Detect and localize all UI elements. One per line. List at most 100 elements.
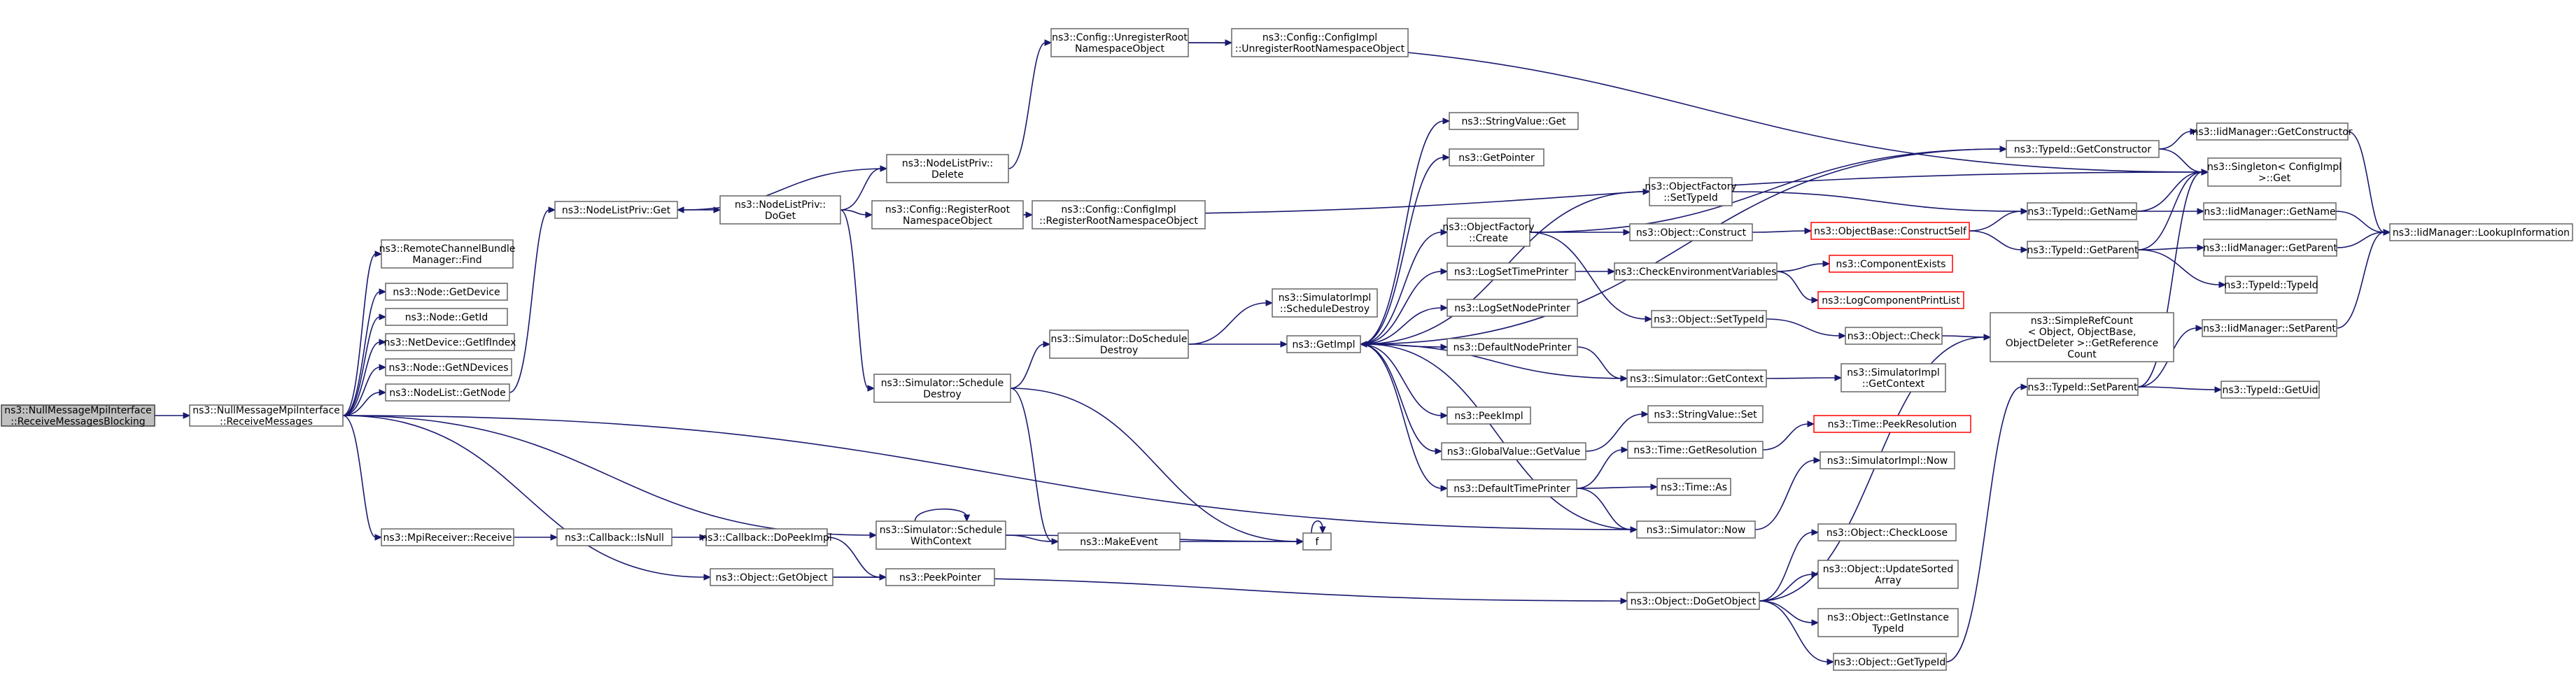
node-idmgetparent[interactable]: ns3::IidManager::GetParent <box>2203 239 2337 257</box>
edge-recv-to-nodegetdevice <box>342 288 387 416</box>
node-timepeekres[interactable]: ns3::Time::PeekResolution <box>1813 415 1971 433</box>
node-peekimpl[interactable]: ns3::PeekImpl <box>1447 406 1531 425</box>
node-deftimeprinter[interactable]: ns3::DefaultTimePrinter <box>1447 479 1577 497</box>
node-singleton[interactable]: ns3::Singleton< ConfigImpl>::Get <box>2207 157 2342 187</box>
edge-idmgetctor-to-idmlookup <box>2347 131 2391 236</box>
node-nlprivdelete[interactable]: ns3::NodeListPriv::Delete <box>886 154 1009 183</box>
node-nodegetndev[interactable]: ns3::Node::GetNDevices <box>385 358 512 376</box>
node-simplerefcount[interactable]: ns3::SimpleRefCount< Object, ObjectBase,… <box>1990 312 2174 362</box>
node-idmsetparent[interactable]: ns3::IidManager::SetParent <box>2202 319 2337 337</box>
node-objfactcreate[interactable]: ns3::ObjectFactory::Create <box>1442 218 1535 247</box>
node-globalvalueget[interactable]: ns3::GlobalValue::GetValue <box>1441 442 1586 460</box>
node-objgetobject[interactable]: ns3::Object::GetObject <box>710 568 833 586</box>
node-objcheckloose[interactable]: ns3::Object::CheckLoose <box>1817 523 1957 541</box>
node-label: ns3::Time::PeekResolution <box>1828 419 1957 430</box>
node-simimplnow[interactable]: ns3::SimulatorImpl::Now <box>1820 451 1955 469</box>
node-getpointer[interactable]: ns3::GetPointer <box>1449 148 1544 167</box>
node-nodegetdevice[interactable]: ns3::Node::GetDevice <box>385 283 508 301</box>
node-nlprivget[interactable]: ns3::NodeListPriv::Get <box>554 201 678 219</box>
edge-arrowhead <box>1440 229 1449 236</box>
edge-arrowhead <box>379 288 387 295</box>
node-box <box>873 374 1011 403</box>
node-typeidgetparent[interactable]: ns3::TypeId::GetParent <box>2027 241 2139 259</box>
node-simimplgetctx[interactable]: ns3::SimulatorImpl::GetContext <box>1840 363 1946 392</box>
node-label: ns3::TypeId::GetParent <box>2027 245 2139 256</box>
node-recv[interactable]: ns3::NullMessageMpiInterface::ReceiveMes… <box>189 404 344 427</box>
node-callbackisnull[interactable]: ns3::Callback::IsNull <box>556 528 673 546</box>
node-objsettypeid[interactable]: ns3::Object::SetTypeId <box>1651 310 1767 328</box>
node-objbaseconstruct[interactable]: ns3::ObjectBase::ConstructSelf <box>1810 222 1970 240</box>
node-typeidgetuid[interactable]: ns3::TypeId::GetUid <box>2220 381 2320 399</box>
node-mpirecv[interactable]: ns3::MpiReceiver::Receive <box>381 528 514 546</box>
node-cfgreg[interactable]: ns3::Config::RegisterRootNamespaceObject <box>871 200 1024 229</box>
node-label: ns3::Simulator::GetContext <box>1630 374 1764 385</box>
node-timeas[interactable]: ns3::Time::As <box>1656 478 1731 496</box>
node-idmgetctor[interactable]: ns3::IidManager::GetConstructor <box>2192 122 2353 141</box>
node-typeidctor[interactable]: ns3::TypeId::TypeId <box>2224 276 2318 294</box>
node-compexists[interactable]: ns3::ComponentExists <box>1829 255 1953 273</box>
node-checkenv[interactable]: ns3::CheckEnvironmentVariables <box>1614 262 1778 281</box>
node-cfgunreg[interactable]: ns3::Config::UnregisterRootNamespaceObje… <box>1050 28 1189 57</box>
node-idmgetname[interactable]: ns3::IidManager::GetName <box>2203 202 2337 220</box>
node-typeidgetctor[interactable]: ns3::TypeId::GetConstructor <box>2006 140 2160 158</box>
node-box <box>1817 560 1959 589</box>
edge-typeidsetparent-to-typeidgetuid <box>2137 386 2223 393</box>
node-cfgimplunreg[interactable]: ns3::Config::ConfigImpl::UnregisterRootN… <box>1231 28 1409 57</box>
node-label: ns3::Callback::IsNull <box>565 532 664 544</box>
node-simschedule[interactable]: ns3::Simulator::ScheduleDestroy <box>873 374 1011 403</box>
node-netdevifindex[interactable]: ns3::NetDevice::GetIfIndex <box>384 333 516 351</box>
node-box <box>719 195 841 225</box>
node-root[interactable]: ns3::NullMessageMpiInterface::ReceiveMes… <box>1 404 155 427</box>
node-label: ns3::SimulatorImpl <box>1279 292 1372 304</box>
node-peekpointer[interactable]: ns3::PeekPointer <box>885 568 995 586</box>
node-objcheck[interactable]: ns3::Object::Check <box>1845 327 1943 345</box>
edge-line <box>1005 534 1053 542</box>
node-label: ns3::StringValue::Set <box>1654 409 1757 420</box>
node-getimpl[interactable]: ns3::GetImpl <box>1286 335 1361 353</box>
edge-arrowhead <box>374 534 383 541</box>
edge-line <box>1010 388 1298 542</box>
node-simimplschedule[interactable]: ns3::SimulatorImpl::ScheduleDestroy <box>1272 288 1378 318</box>
node-stringvalueget[interactable]: ns3::StringValue::Get <box>1449 112 1579 130</box>
node-simnow[interactable]: ns3::Simulator::Now <box>1636 520 1756 539</box>
node-objdoget[interactable]: ns3::Object::DoGetObject <box>1626 592 1760 610</box>
edge-line <box>509 209 550 393</box>
node-box <box>1817 523 1957 541</box>
node-nlprivdoget[interactable]: ns3::NodeListPriv::DoGet <box>719 195 841 225</box>
node-objgettypeid[interactable]: ns3::Object::GetTypeId <box>1833 653 1947 671</box>
edge-line <box>342 415 1632 530</box>
node-logsetnode[interactable]: ns3::LogSetNodePrinter <box>1447 299 1578 317</box>
edge-line <box>682 168 887 211</box>
edge-arrowhead <box>1043 341 1051 348</box>
node-label: ns3::LogSetNodePrinter <box>1454 303 1570 314</box>
node-typeidsetparent[interactable]: ns3::TypeId::SetParent <box>2027 378 2139 396</box>
node-makeevent[interactable]: ns3::MakeEvent <box>1057 532 1181 551</box>
node-box <box>1447 262 1576 281</box>
node-label: ns3::Node::GetDevice <box>393 287 500 298</box>
node-logcompprint[interactable]: ns3::LogComponentPrintList <box>1817 291 1964 309</box>
node-box <box>1231 28 1409 57</box>
node-idmlookup[interactable]: ns3::IidManager::LookupInformation <box>2389 223 2573 241</box>
edge-line <box>1759 600 1813 623</box>
node-simgetcontext[interactable]: ns3::Simulator::GetContext <box>1626 369 1767 388</box>
node-f[interactable]: f <box>1302 532 1332 551</box>
node-stringvalueset[interactable]: ns3::StringValue::Set <box>1647 405 1764 423</box>
node-logsettime[interactable]: ns3::LogSetTimePrinter <box>1447 262 1576 281</box>
edge-line <box>2336 232 2385 248</box>
node-nodegetid[interactable]: ns3::Node::GetId <box>385 308 508 326</box>
node-defnodeprinter[interactable]: ns3::DefaultNodePrinter <box>1447 338 1578 356</box>
node-nodelistgetnode[interactable]: ns3::NodeList::GetNode <box>385 383 510 402</box>
node-label: ns3::IidManager::GetConstructor <box>2192 127 2352 138</box>
node-timegetres[interactable]: ns3::Time::GetResolution <box>1627 441 1764 459</box>
edge-arrowhead <box>1280 341 1288 348</box>
node-typeidgetname[interactable]: ns3::TypeId::GetName <box>2027 202 2137 220</box>
node-cfgimplreg[interactable]: ns3::Config::ConfigImpl::RegisterRootNam… <box>1032 200 1206 229</box>
node-callbackdopeek[interactable]: ns3::Callback::DoPeekImpl <box>701 528 832 546</box>
node-objfactsettype[interactable]: ns3::ObjectFactory::SetTypeId <box>1645 177 1737 206</box>
node-objconstruct[interactable]: ns3::Object::Construct <box>1629 223 1753 241</box>
